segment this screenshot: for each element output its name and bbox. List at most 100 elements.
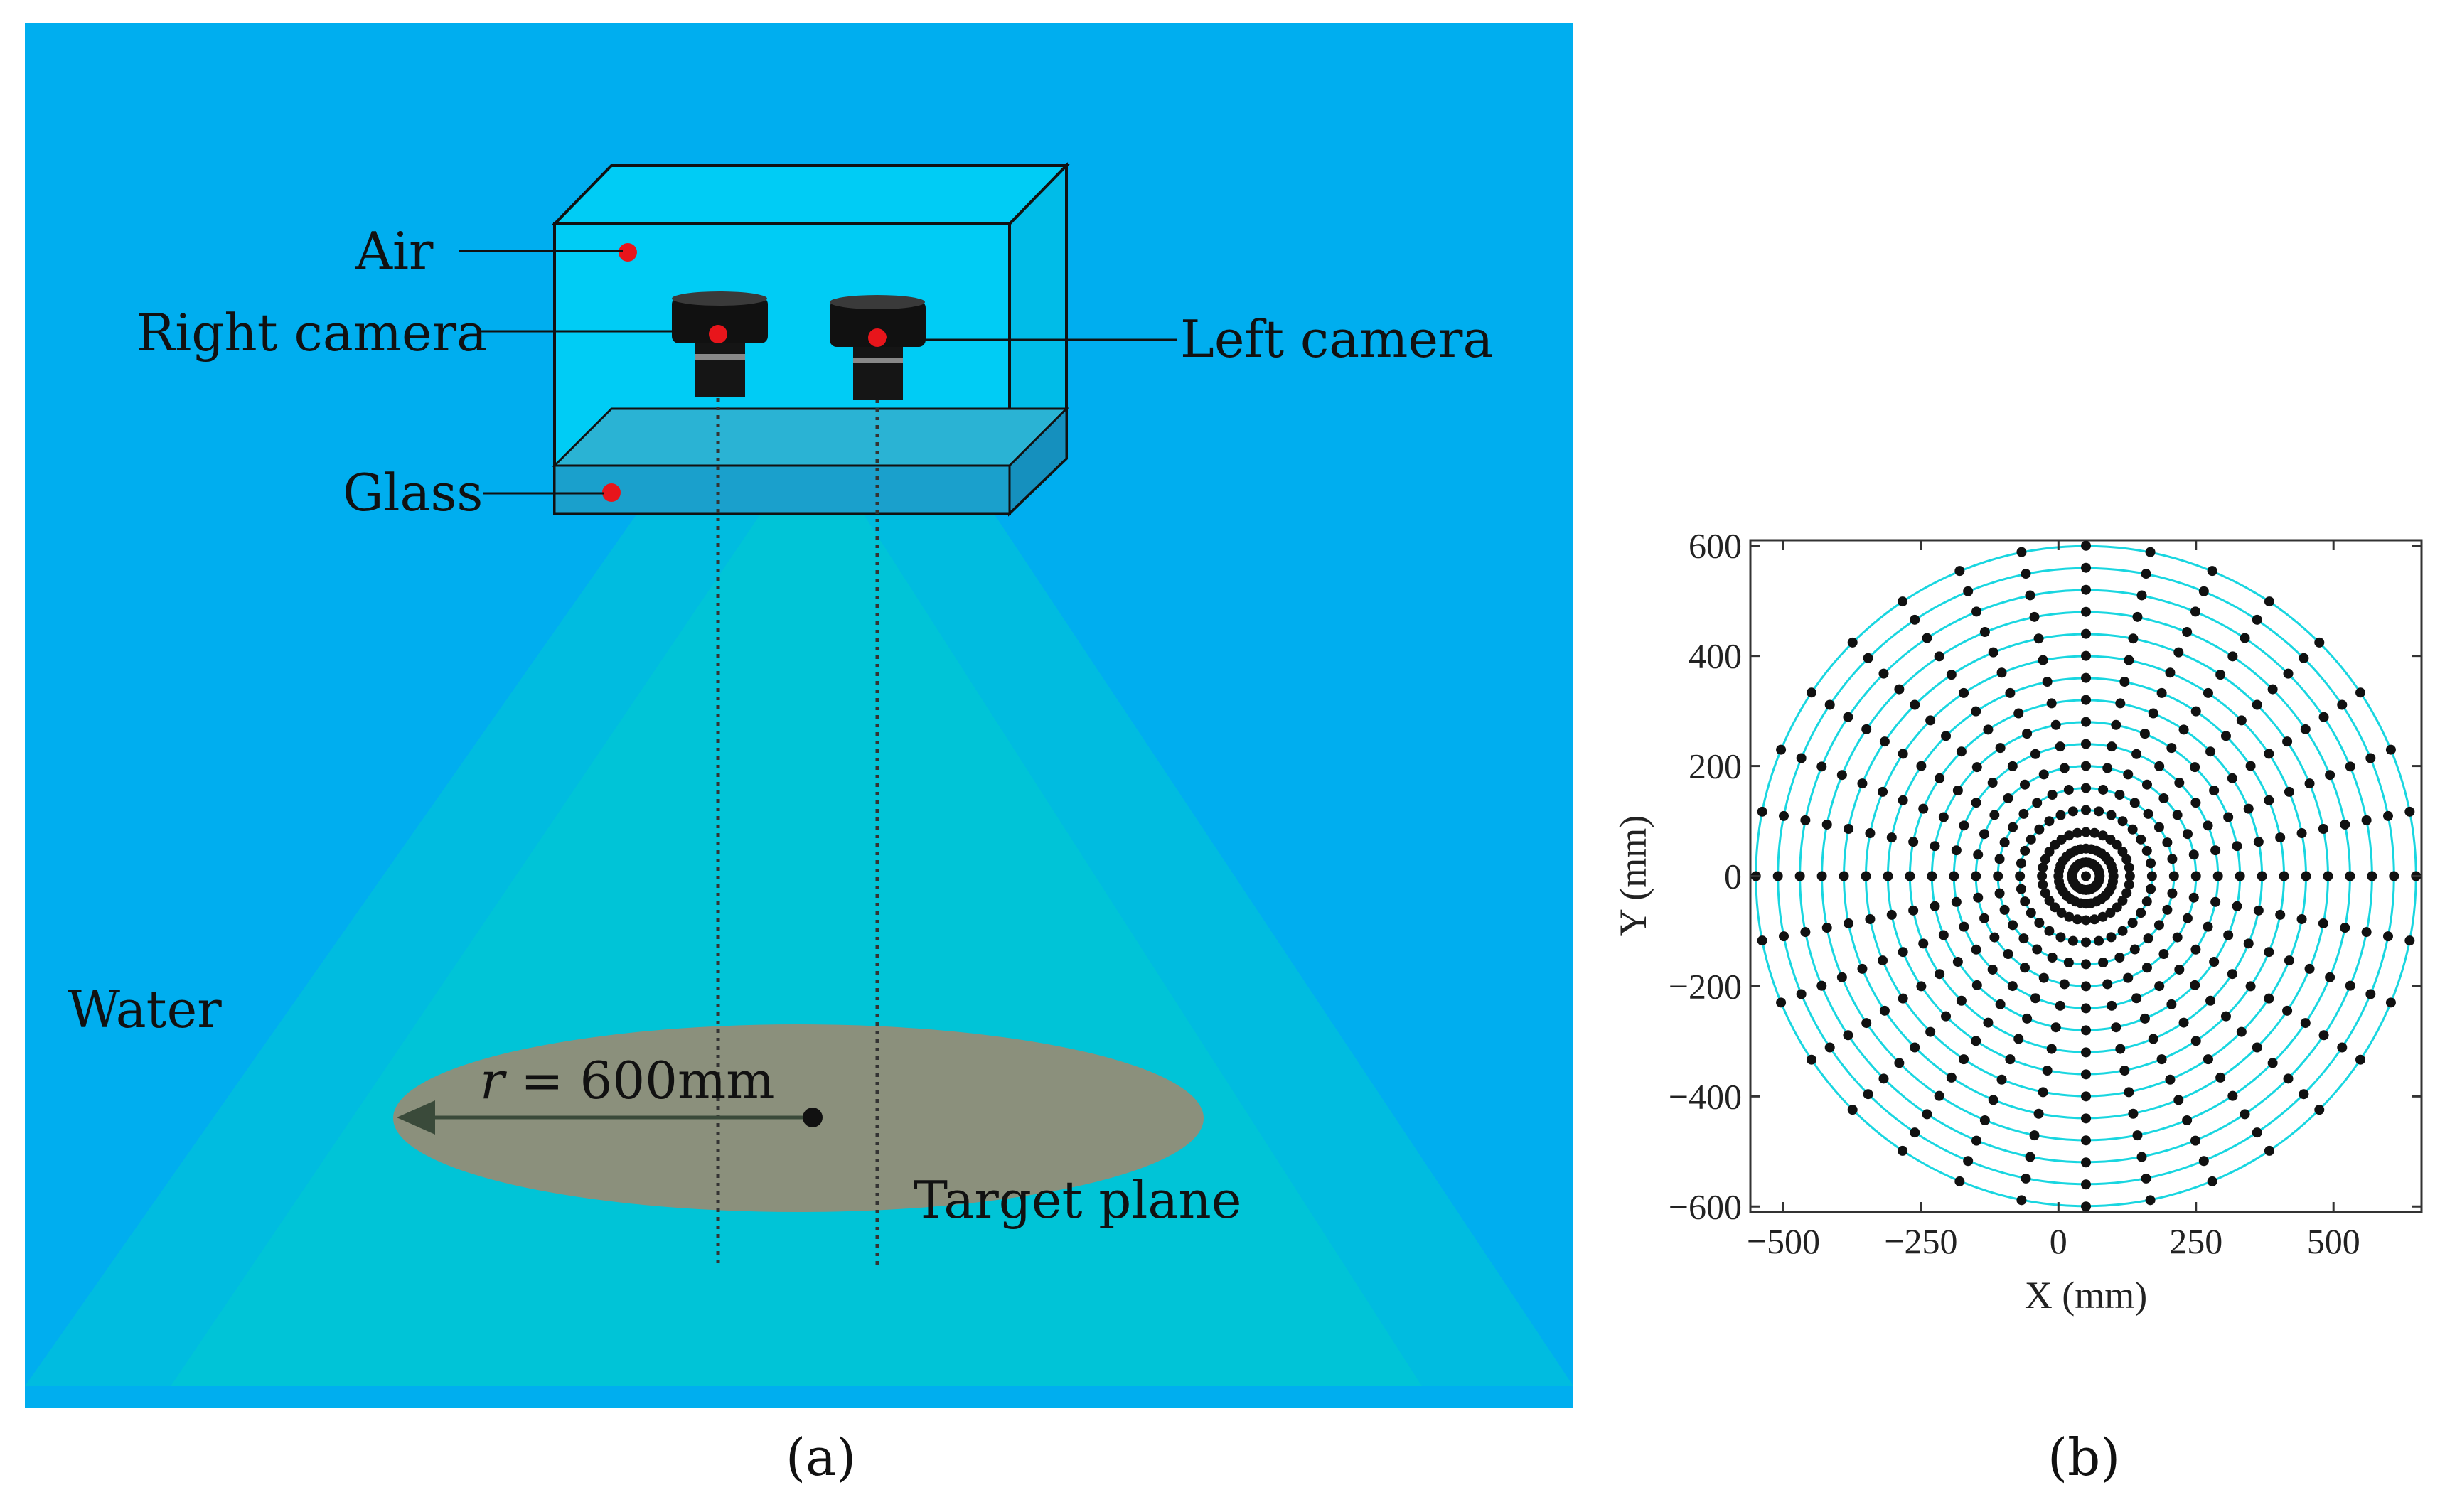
data-point — [2129, 944, 2140, 955]
data-point — [2081, 1179, 2091, 1190]
data-point — [1983, 724, 1994, 735]
data-point — [1779, 810, 1789, 821]
data-point — [2029, 611, 2040, 622]
data-point — [2042, 677, 2053, 687]
data-point — [2243, 938, 2254, 949]
data-point — [2165, 667, 2176, 678]
data-point — [1836, 770, 1847, 781]
data-point — [1934, 651, 1944, 662]
data-point — [2032, 798, 2043, 808]
data-point — [2404, 806, 2415, 817]
data-point — [2365, 753, 2376, 763]
data-point — [2253, 905, 2264, 916]
data-point — [2105, 908, 2116, 918]
data-point — [2106, 932, 2117, 943]
data-point — [2318, 918, 2328, 928]
data-point — [2323, 871, 2333, 881]
data-point — [2141, 779, 2152, 790]
target-plane-label: Target plane — [914, 1170, 1241, 1230]
data-point — [2245, 761, 2256, 771]
y-tick-label: −200 — [1669, 966, 1742, 1006]
data-point — [2021, 1173, 2031, 1184]
data-point — [2047, 953, 2058, 963]
data-point — [2081, 584, 2091, 595]
data-point — [2267, 1058, 2278, 1068]
panel-a: Air Right camera Left camera Glass Water… — [25, 23, 1573, 1487]
data-point — [2059, 763, 2070, 773]
data-point — [2385, 997, 2396, 1008]
data-point — [1941, 1011, 1952, 1022]
data-point — [2365, 989, 2376, 999]
data-point — [2345, 761, 2355, 772]
data-point — [1954, 1176, 1965, 1186]
data-point — [1800, 815, 1811, 825]
data-point — [2128, 633, 2139, 644]
data-point — [1971, 944, 1981, 955]
left-camera-label: Left camera — [1180, 309, 1493, 369]
data-point — [2030, 993, 2040, 1004]
data-point — [1772, 871, 1783, 881]
data-point — [2081, 717, 2091, 727]
data-point — [2081, 827, 2091, 837]
data-point — [2119, 677, 2130, 687]
right-camera — [672, 291, 768, 397]
left-camera-lens — [853, 347, 903, 400]
data-point — [1757, 806, 1767, 817]
data-point — [2182, 1115, 2193, 1126]
data-point — [1971, 606, 1982, 617]
data-point — [2210, 896, 2221, 907]
data-point — [2300, 1018, 2311, 1029]
data-point — [2301, 871, 2311, 881]
data-point — [2072, 914, 2082, 925]
data-point — [2050, 1022, 2061, 1033]
data-point — [1988, 1095, 1998, 1105]
data-point — [2034, 824, 2045, 835]
data-point — [1843, 712, 1853, 722]
data-point — [2121, 854, 2132, 864]
data-point — [2158, 793, 2169, 803]
data-point — [2111, 719, 2121, 730]
center-point — [2081, 871, 2091, 881]
x-tick-label: −500 — [1747, 1221, 1820, 1261]
data-point — [2089, 827, 2100, 838]
x-tick-label: 0 — [2050, 1221, 2067, 1261]
data-point — [2304, 963, 2315, 974]
y-tick-label: −400 — [1669, 1076, 1742, 1116]
data-point — [2047, 789, 2058, 800]
data-point — [2382, 810, 2393, 821]
data-point — [2190, 871, 2201, 881]
data-point — [2111, 1022, 2121, 1033]
data-point — [2325, 972, 2335, 982]
data-point — [2081, 981, 2091, 992]
data-point — [2340, 923, 2350, 933]
data-point — [1930, 841, 1940, 852]
data-point — [2143, 808, 2153, 819]
x-tick-label: 500 — [2307, 1221, 2360, 1261]
data-point — [2044, 847, 2055, 857]
data-point — [2025, 590, 2035, 601]
data-point — [2044, 816, 2055, 827]
data-point — [1987, 778, 1998, 788]
data-point — [1971, 706, 1981, 717]
data-point — [2081, 959, 2091, 970]
data-point — [2325, 770, 2335, 781]
y-tick-label: 200 — [1689, 746, 1742, 786]
data-point — [1843, 1030, 1853, 1041]
data-point — [1886, 832, 1897, 843]
right-camera-marker — [709, 325, 727, 343]
left-camera-lens-ring — [853, 358, 903, 363]
panel-b-label: (b) — [2048, 1427, 2120, 1487]
data-point — [1757, 935, 1767, 946]
data-point — [1971, 1135, 1982, 1146]
left-camera-body — [830, 301, 926, 347]
water-label: Water — [68, 980, 222, 1039]
data-point — [2094, 935, 2104, 946]
data-point — [2385, 744, 2396, 755]
data-point — [1898, 596, 1908, 607]
data-point — [2044, 926, 2055, 936]
data-point — [2205, 746, 2216, 757]
data-point — [2174, 964, 2185, 975]
data-point — [2081, 606, 2091, 617]
data-point — [2236, 1026, 2247, 1037]
